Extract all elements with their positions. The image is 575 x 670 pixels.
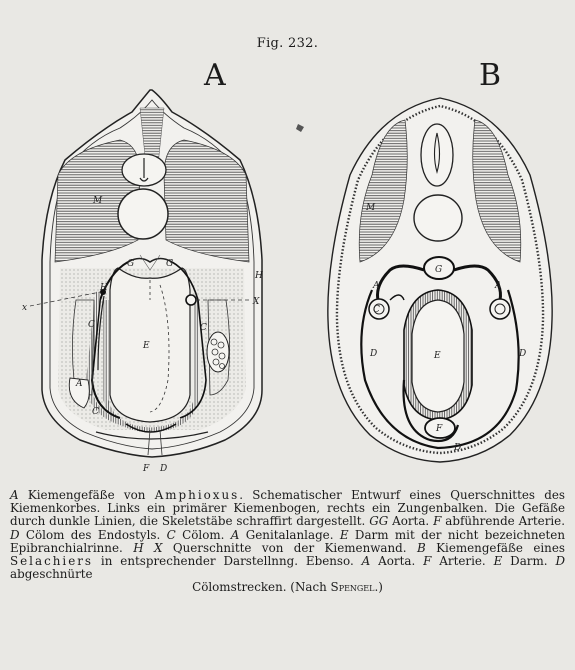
caption-ref-a: A xyxy=(10,488,19,502)
caption-ref-b: B xyxy=(417,541,426,555)
panel-a-label-c2: C xyxy=(200,323,207,333)
caption-text: abgeschnürte xyxy=(10,567,93,581)
caption-last-line: Cölomstrecken. (Nach Spengel.) xyxy=(10,581,565,594)
figure-illustration: M G G H X H x E C C A C F D xyxy=(0,0,575,480)
panel-b-label-f: F xyxy=(435,424,443,434)
panel-b-label-m: M xyxy=(365,203,376,213)
caption-text: Kiemengefäße von xyxy=(19,488,155,502)
caption-text: in entsprechender Darstellnng. Ebenso. xyxy=(93,554,362,568)
caption-text: Querschnitte von der Kiemenwand. xyxy=(162,541,417,555)
caption-text: Kiemengefäße eines xyxy=(426,541,565,555)
caption-ref-a3: A xyxy=(362,554,371,568)
caption-author: Spengel xyxy=(331,580,375,594)
caption-text: abführende Arterie. xyxy=(441,514,565,528)
panel-a-label-h1: H xyxy=(254,271,263,281)
panel-a-label-a: A xyxy=(75,379,83,389)
panel-a-label-e: E xyxy=(142,341,150,351)
caption-text: Darm. xyxy=(502,554,555,568)
panel-a-notochord xyxy=(118,189,168,239)
caption-text: Genitalanlage. xyxy=(239,528,339,542)
caption-taxon-selachier: Selachiers xyxy=(10,554,93,568)
caption-text: Cölom des Endostyls. xyxy=(20,528,167,542)
caption-ref-e2: E xyxy=(494,554,503,568)
panel-b-label-d1: D xyxy=(369,349,377,359)
panel-b-right-vessel xyxy=(490,299,510,319)
panel-b-label-c: C xyxy=(373,305,380,315)
panel-a-label-c3: C xyxy=(92,407,99,417)
caption-text: Aorta. xyxy=(388,514,433,528)
panel-a-label-g1: G xyxy=(127,259,134,269)
panel-a-label-f: F xyxy=(142,464,150,474)
panel-a-label-d: D xyxy=(159,464,167,474)
caption-ref-hx: H X xyxy=(133,541,162,555)
panel-a-diagram: M G G H X H x E C C A C F D xyxy=(22,90,263,474)
panel-b-label-d3: D xyxy=(453,443,461,453)
panel-b-diagram: M G A A C D D E F D xyxy=(328,98,552,462)
panel-b-label-a1: A xyxy=(372,281,380,291)
caption-ref-d: D xyxy=(10,528,20,542)
panel-a-label-x2: x xyxy=(22,303,27,313)
panel-a-label-c1: C xyxy=(88,320,95,330)
panel-a-label-x1: X xyxy=(252,297,260,307)
panel-a-label-m: M xyxy=(92,196,103,206)
caption-ref-e: E xyxy=(340,528,349,542)
caption-text: Cölomstrecken. (Nach xyxy=(192,580,330,594)
caption-text: Arterie. xyxy=(431,554,493,568)
caption-text: Aorta. xyxy=(370,554,423,568)
panel-b-label-g: G xyxy=(435,265,442,275)
caption-taxon-amphioxus: Amphioxus xyxy=(155,488,240,502)
panel-a-label-g2: G xyxy=(166,259,173,269)
caption-ref-gg: GG xyxy=(369,514,388,528)
caption-text: .) xyxy=(374,580,382,594)
panel-b-label-a2: A xyxy=(494,281,502,291)
panel-a-label-h2: H xyxy=(99,283,108,293)
print-smudge xyxy=(296,124,304,132)
panel-a-gut xyxy=(110,268,190,422)
caption-ref-d2: D xyxy=(555,554,565,568)
panel-b-label-d2: D xyxy=(518,349,526,359)
caption-text: Cölom. xyxy=(176,528,231,542)
panel-b-label-e: E xyxy=(433,351,441,361)
panel-b-notochord xyxy=(414,195,462,241)
panel-a-gonad xyxy=(207,332,229,372)
caption-ref-c: C xyxy=(167,528,176,542)
figure-caption: A Kiemengefäße von Amphioxus. Schematisc… xyxy=(10,489,565,595)
